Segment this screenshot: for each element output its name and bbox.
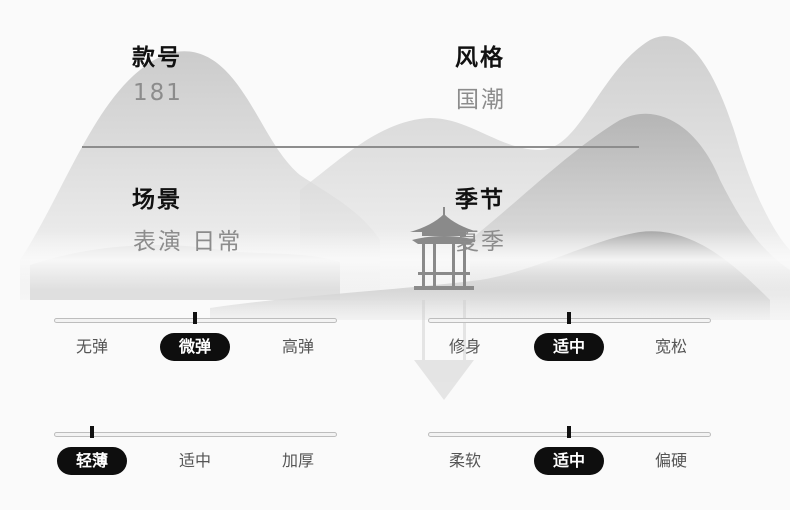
season-label: 季节 — [455, 187, 505, 213]
fit-option-slim[interactable]: 修身 — [448, 337, 481, 356]
fit-option-loose[interactable]: 宽松 — [654, 337, 687, 356]
season-value: 夏季 — [456, 229, 506, 255]
elasticity-option-slight[interactable]: 微弹 — [160, 333, 230, 361]
mist-band — [0, 230, 790, 290]
softness-option-soft[interactable]: 柔软 — [448, 451, 481, 470]
style-number-label: 款号 — [132, 45, 182, 71]
softness-marker[interactable] — [567, 426, 571, 438]
scene-value: 表演 日常 — [133, 229, 243, 255]
pavilion-icon — [410, 207, 478, 290]
thickness-option-thin[interactable]: 轻薄 — [57, 447, 127, 475]
thickness-track[interactable] — [54, 432, 337, 437]
elasticity-marker[interactable] — [193, 312, 197, 324]
thickness-marker[interactable] — [90, 426, 94, 438]
style-value: 国潮 — [456, 87, 506, 113]
softness-option-regular[interactable]: 适中 — [534, 447, 604, 475]
section-divider — [82, 146, 639, 148]
fit-marker[interactable] — [567, 312, 571, 324]
elasticity-option-none[interactable]: 无弹 — [75, 337, 108, 356]
softness-option-firm[interactable]: 偏硬 — [654, 451, 687, 470]
thickness-option-thick[interactable]: 加厚 — [281, 451, 314, 470]
pavilion-reflection — [414, 300, 474, 400]
style-label: 风格 — [455, 45, 505, 71]
thickness-option-regular[interactable]: 适中 — [178, 451, 211, 470]
style-number-value: 181 — [133, 80, 183, 106]
fit-option-regular[interactable]: 适中 — [534, 333, 604, 361]
scene-label: 场景 — [132, 187, 182, 213]
elasticity-option-high[interactable]: 高弹 — [281, 337, 314, 356]
